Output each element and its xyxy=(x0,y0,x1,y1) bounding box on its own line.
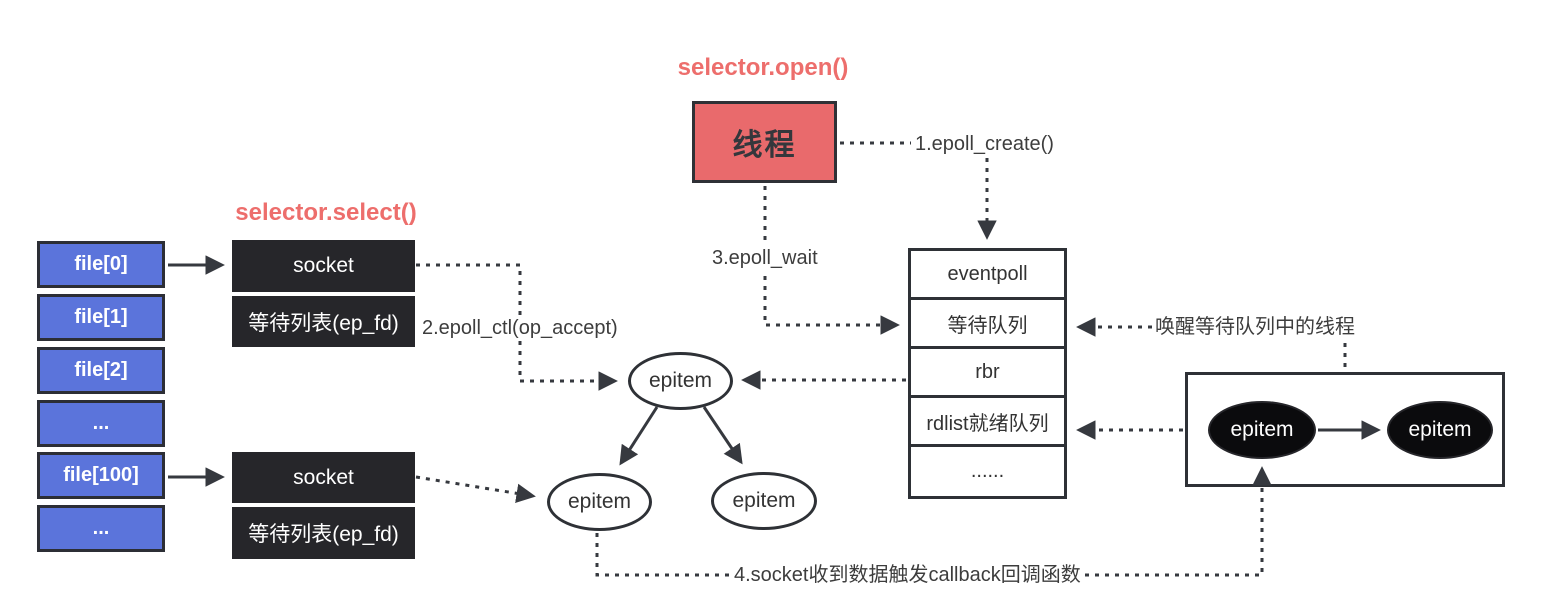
file-box-0: file[0] xyxy=(37,241,165,288)
socket-box-1: socket xyxy=(232,240,415,292)
file-box-100: file[100] xyxy=(37,452,165,499)
eventpoll-row-rdlist: rdlist就绪队列 xyxy=(911,398,1064,447)
thread-box: 线程 xyxy=(692,101,837,183)
file-box-ellipsis-1: ... xyxy=(37,400,165,447)
ready-epitem-node-1: epitem xyxy=(1208,401,1316,459)
title-selector-select: selector.select() xyxy=(235,199,417,226)
dotted-socket2-to-epitem xyxy=(415,475,536,503)
eventpoll-row-title: eventpoll xyxy=(911,251,1064,300)
file-box-1: file[1] xyxy=(37,294,165,341)
eventpoll-table: eventpoll 等待队列 rbr rdlist就绪队列 ...... xyxy=(908,248,1067,499)
epitem-node-root: epitem xyxy=(628,352,733,410)
eventpoll-row-ellipsis: ...... xyxy=(970,460,1005,482)
label-epoll-create: 1.epoll_create() xyxy=(915,132,1054,156)
socket-box-2: socket xyxy=(232,452,415,503)
epitem-node-right: epitem xyxy=(711,472,817,530)
eventpoll-row-rbr: rbr xyxy=(911,349,1064,398)
arrow-root-to-right-epitem xyxy=(702,406,743,465)
epitem-node-left: epitem xyxy=(547,473,652,531)
eventpoll-row-wait-queue: 等待队列 xyxy=(911,300,1064,349)
wait-list-box-2: 等待列表(ep_fd) xyxy=(232,507,415,559)
title-selector-open: selector.open() xyxy=(677,54,849,81)
file-box-ellipsis-2: ... xyxy=(37,505,165,552)
label-epoll-ctl: 2.epoll_ctl(op_accept) xyxy=(422,316,618,340)
ready-epitem-node-2: epitem xyxy=(1387,401,1493,459)
label-epoll-wait: 3.epoll_wait xyxy=(709,246,821,270)
wait-list-box-1: 等待列表(ep_fd) xyxy=(232,296,415,347)
arrow-root-to-left-epitem xyxy=(619,406,659,466)
label-wakeup: 唤醒等待队列中的线程 xyxy=(1155,315,1355,339)
label-callback: 4.socket收到数据触发callback回调函数 xyxy=(730,563,1085,587)
file-box-2: file[2] xyxy=(37,347,165,394)
